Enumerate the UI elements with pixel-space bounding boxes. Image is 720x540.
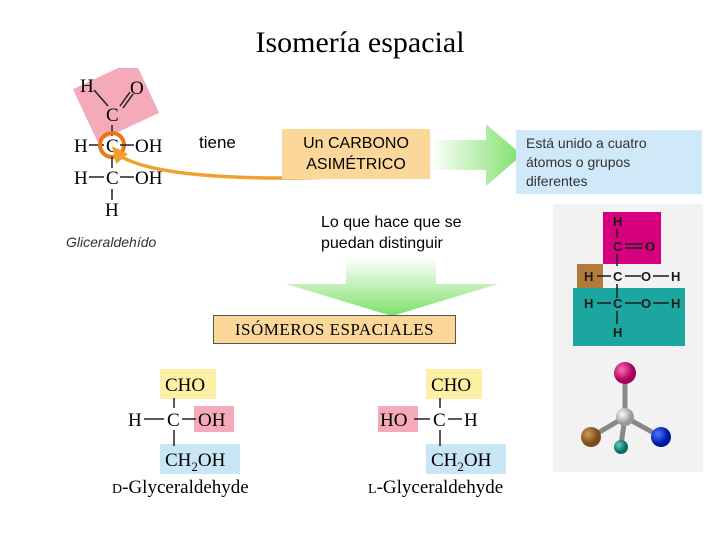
atom-oh-3: OH (135, 168, 163, 189)
l-bottom-sub: 2 (457, 459, 464, 474)
d-center-carbon: C (167, 410, 180, 431)
atom-h-bottom: H (105, 200, 119, 221)
l-top-group: CHO (431, 375, 471, 396)
model-h-left: H (584, 269, 593, 284)
isomeros-espaciales-box: ISÓMEROS ESPACIALES (213, 315, 456, 344)
d-prefix: D (112, 482, 122, 497)
svg-text:CH2OH: CH2OH (165, 450, 226, 474)
d-bottom-ch: CH (165, 450, 192, 471)
d-bottom-oh: OH (198, 450, 226, 471)
distinguir-line-1: Lo que hace que se (321, 214, 462, 231)
atom-h-left-2: H (74, 136, 88, 157)
model-o-3: O (641, 296, 651, 311)
l-bottom-ch: CH (431, 450, 458, 471)
d-glyceraldehyde-structure: CHO H C OH CH2OH D-Glyceraldehyde (112, 369, 249, 498)
model-h-bottom: H (613, 325, 622, 340)
cuatro-grupos-box: Está unido a cuatro átomos o grupos dife… (516, 130, 702, 194)
atom-o-top: O (130, 78, 144, 99)
model-o-1: O (645, 239, 655, 254)
l-glyceraldehyde-structure: CHO HO C H CH2OH L-Glyceraldehyde (368, 369, 506, 498)
model-h-right: H (671, 269, 680, 284)
right-arrow-icon (430, 124, 522, 186)
model-h-left-2: H (584, 296, 593, 311)
model-c-2: C (613, 269, 623, 284)
l-center-carbon: C (433, 410, 446, 431)
atom-ball-left (581, 427, 601, 447)
atom-h-left-3: H (74, 168, 88, 189)
aldehyde-highlight (72, 68, 160, 142)
svg-text:L-Glyceraldehyde: L-Glyceraldehyde (368, 477, 503, 498)
molecule-model-structure: H C O H C O H H C O H H (573, 212, 685, 346)
unido-line-3: diferentes (526, 173, 588, 189)
page-title: Isomería espacial (255, 26, 465, 59)
model-h-top: H (613, 214, 622, 229)
d-name: -Glyceraldehyde (122, 477, 249, 498)
model-h-right-2: H (671, 296, 680, 311)
gliceraldehido-label: Gliceraldehído (66, 234, 157, 250)
ball-stick-model (581, 362, 671, 454)
atom-c-1: C (106, 105, 119, 126)
atom-oh-2: OH (135, 136, 163, 157)
model-o-2: O (641, 269, 651, 284)
l-left-group: HO (380, 410, 407, 431)
svg-text:CH2OH: CH2OH (431, 450, 492, 474)
model-c-1: C (613, 239, 623, 254)
carbono-line-2: ASIMÉTRICO (306, 156, 406, 173)
atom-ball-center (616, 408, 634, 426)
d-bottom-sub: 2 (191, 459, 198, 474)
svg-text:D-Glyceraldehyde: D-Glyceraldehyde (112, 477, 249, 498)
atom-ball-right (651, 427, 671, 447)
glyceraldehyde-structure: H O C H C OH H C OH H (72, 68, 163, 221)
distinguir-line-2: puedan distinguir (321, 235, 443, 252)
atom-c-3: C (106, 168, 119, 189)
l-right-group: H (464, 410, 478, 431)
l-name: -Glyceraldehyde (377, 477, 504, 498)
unido-line-2: átomos o grupos (526, 154, 631, 170)
carbono-line-1: Un CARBONO (303, 135, 409, 152)
carbono-asimetrico-box: Un CARBONO ASIMÉTRICO (282, 129, 430, 179)
atom-ball-bottom (614, 440, 628, 454)
down-arrow-icon (286, 258, 498, 316)
tiene-label: tiene (199, 133, 236, 152)
d-right-group: OH (198, 410, 226, 431)
l-prefix: L (368, 482, 377, 497)
d-top-group: CHO (165, 375, 205, 396)
unido-line-1: Está unido a cuatro (526, 135, 647, 151)
atom-h-top: H (80, 76, 94, 97)
d-left-group: H (128, 410, 142, 431)
model-c-3: C (613, 296, 623, 311)
l-bottom-oh: OH (464, 450, 492, 471)
distinguir-text: Lo que hace que se puedan distinguir (321, 212, 462, 254)
atom-ball-top (614, 362, 636, 384)
